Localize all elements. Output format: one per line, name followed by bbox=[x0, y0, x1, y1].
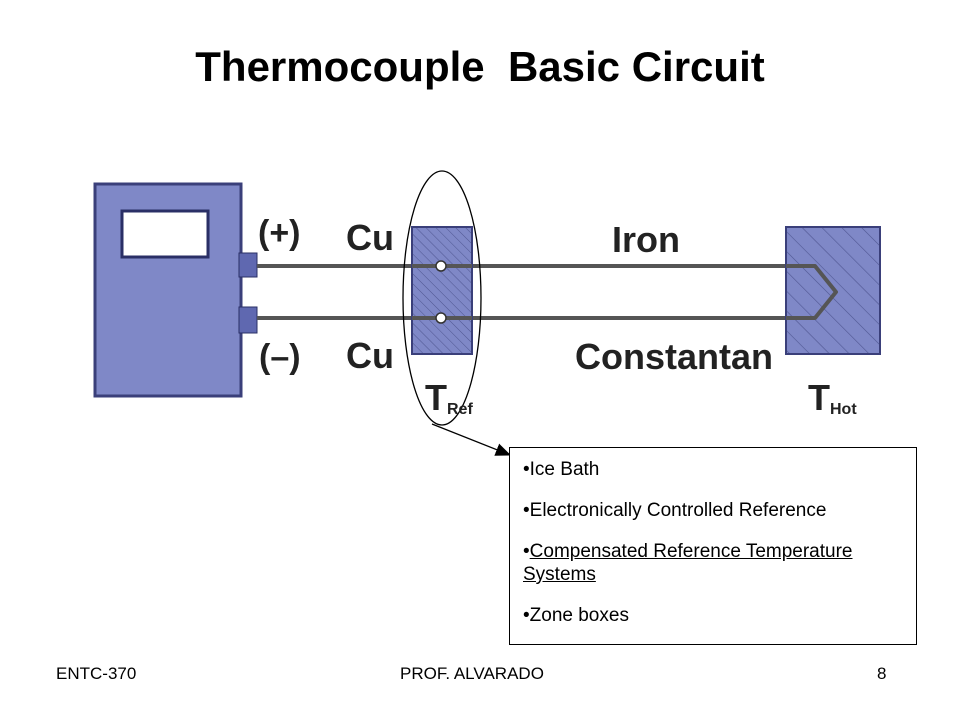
reference-methods-box: •Ice Bath •Electronically Controlled Ref… bbox=[509, 447, 917, 645]
label-minus: (–) bbox=[259, 338, 301, 376]
label-iron: Iron bbox=[612, 219, 680, 260]
reference-highlight-ellipse bbox=[402, 170, 482, 426]
wires bbox=[257, 264, 800, 320]
label-constantan: Constantan bbox=[575, 336, 773, 377]
footer-course-code: ENTC-370 bbox=[56, 664, 137, 683]
meter-display bbox=[120, 209, 210, 259]
list-item-text: Electronically Controlled Reference bbox=[529, 500, 827, 521]
label-t-hot-sub: Hot bbox=[830, 401, 857, 418]
reference-junction-block bbox=[411, 226, 473, 355]
label-t-ref-main: T bbox=[425, 377, 447, 418]
bullet: • bbox=[523, 459, 530, 480]
footer-instructor: PROF. ALVARADO bbox=[400, 664, 544, 683]
reference-junction-top-dot bbox=[435, 260, 447, 272]
label-t-ref: TRef bbox=[425, 377, 473, 418]
meter bbox=[93, 182, 258, 398]
list-item-text: Compensated Reference Temperature System… bbox=[523, 541, 853, 585]
bullet: • bbox=[523, 500, 530, 521]
label-plus: (+) bbox=[258, 214, 301, 252]
list-item: •Zone boxes bbox=[523, 604, 906, 627]
label-t-ref-sub: Ref bbox=[447, 401, 473, 418]
hot-junction-block bbox=[785, 226, 881, 355]
label-t-hot-main: T bbox=[808, 377, 830, 418]
list-item: •Compensated Reference Temperature Syste… bbox=[523, 540, 906, 586]
hot-junction-wire-tip bbox=[786, 264, 838, 320]
list-item: •Ice Bath bbox=[523, 458, 906, 481]
list-item: •Electronically Controlled Reference bbox=[523, 499, 906, 522]
bullet: • bbox=[523, 541, 530, 562]
reference-junction-bottom-dot bbox=[435, 312, 447, 324]
meter-terminal-negative bbox=[238, 306, 258, 334]
callout-arrow bbox=[431, 423, 512, 456]
list-item-text: Ice Bath bbox=[529, 459, 600, 480]
slide-title: Thermocouple Basic Circuit bbox=[195, 43, 765, 90]
list-item-text: Zone boxes bbox=[529, 605, 629, 626]
label-cu-top: Cu bbox=[346, 217, 394, 258]
label-cu-bottom: Cu bbox=[346, 335, 394, 376]
meter-terminal-positive bbox=[238, 252, 258, 278]
footer-page-number: 8 bbox=[877, 664, 887, 683]
label-t-hot: THot bbox=[808, 377, 857, 418]
bullet: • bbox=[523, 605, 530, 626]
